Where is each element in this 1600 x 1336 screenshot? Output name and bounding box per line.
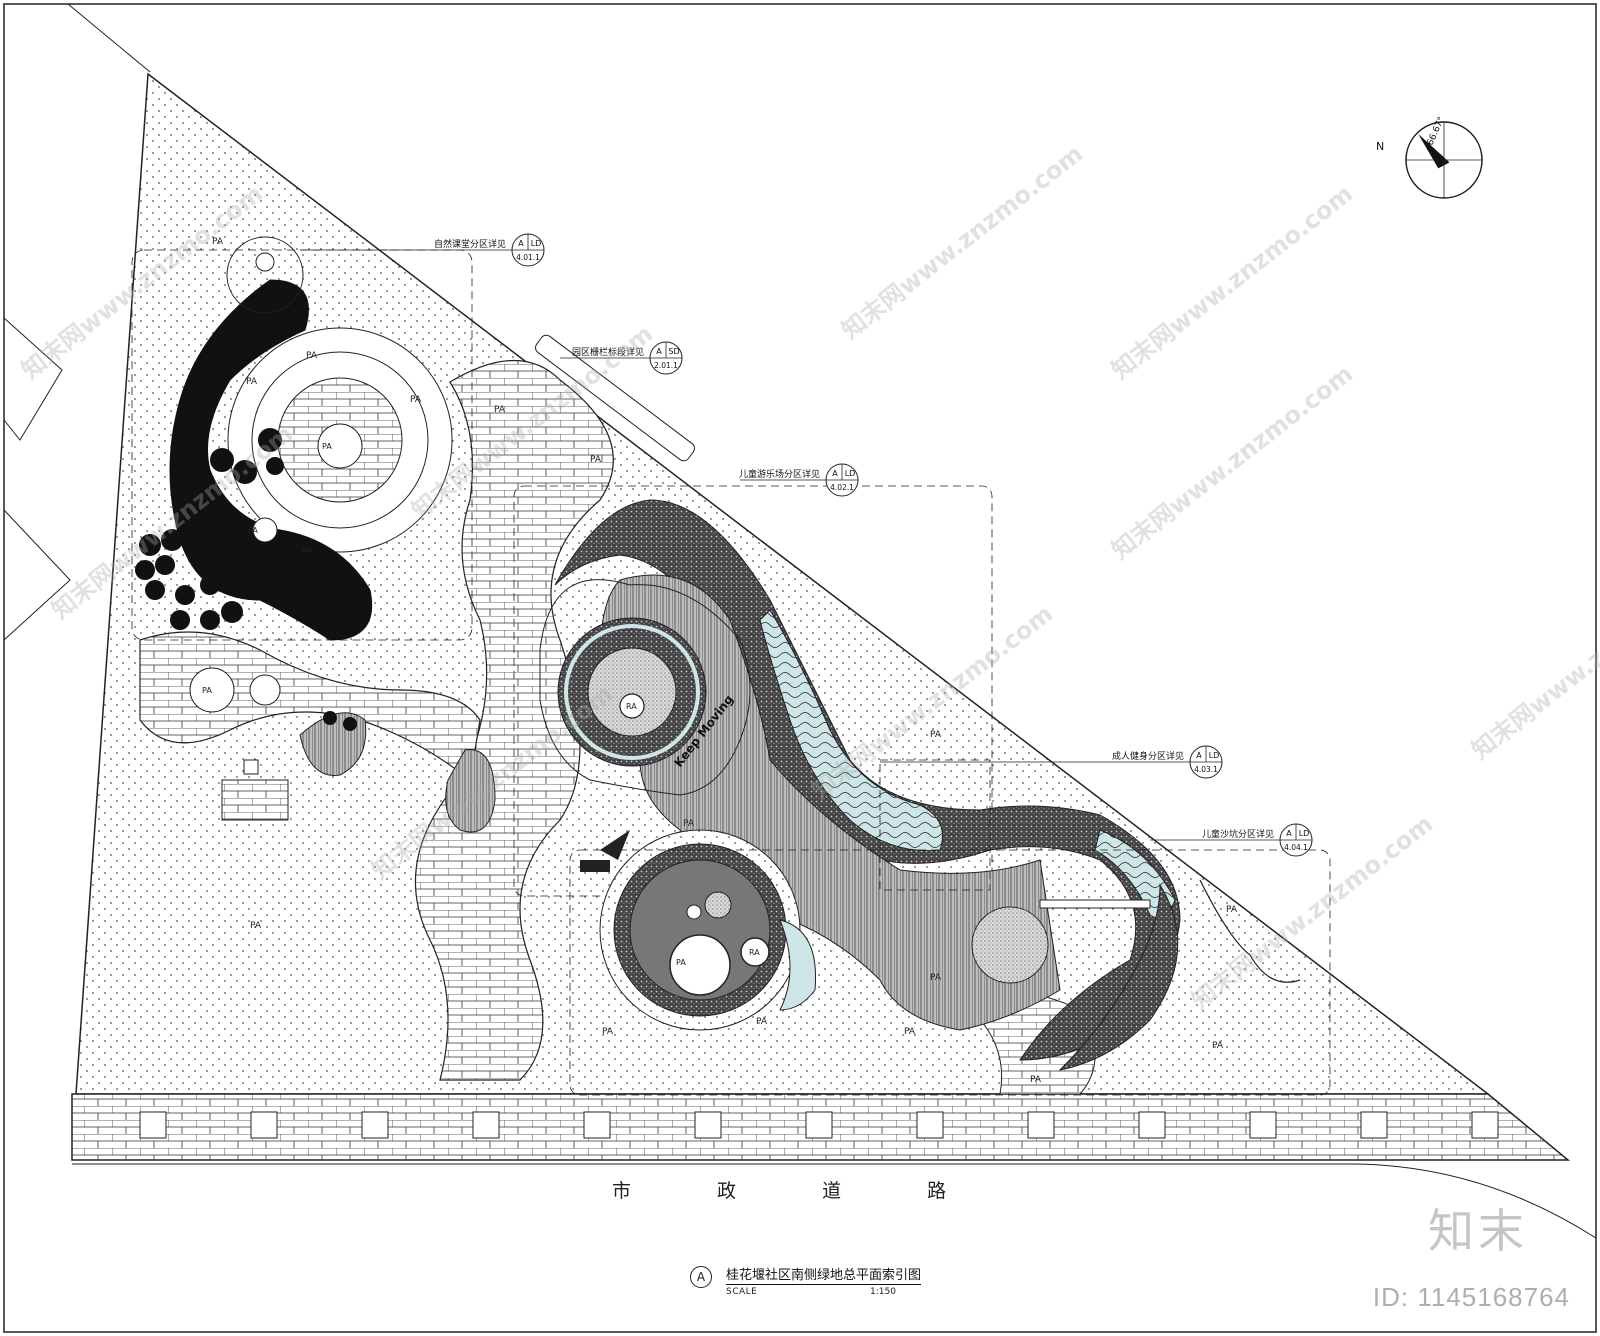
white-crescent — [539, 579, 751, 796]
watermark-text: 知末网www.znzmo.com — [836, 140, 1088, 345]
tree-pit — [1360, 1111, 1388, 1139]
stone-patch-west — [445, 749, 496, 833]
sandbox-zone-box — [569, 849, 1331, 1096]
area-tag-ra: RA — [626, 702, 637, 711]
detail-callout: 园区栅栏标段详见 A SD 2.01.1 — [572, 341, 683, 375]
watermark-text: 知末网www.znzmo.com — [1106, 180, 1358, 385]
area-tag-pa: PA — [904, 1027, 916, 1037]
area-tag-pa: PA — [494, 405, 506, 415]
north-arrow: N 66.67° — [1376, 116, 1483, 199]
tree-pit — [694, 1111, 722, 1139]
area-tag-pa: PA — [756, 1017, 768, 1027]
area-tag-pa: PA — [306, 351, 318, 361]
callout-code: LD — [1209, 751, 1220, 760]
callout-code: SD — [668, 347, 679, 356]
area-tags: PA PA PA PA PA PA PA PA PA PA PA PA PA PA PA PA PA PA PA PA… — [202, 237, 1238, 1085]
fitness-zone-box — [879, 759, 991, 891]
neighbor-boundary-line — [67, 3, 151, 73]
area-tag-pa: PA — [212, 237, 224, 247]
road-label: 市 政 道 路 — [612, 1180, 987, 1202]
callout-text: 儿童游乐场分区详见 — [739, 468, 820, 480]
drawing-title: 桂花堰社区南侧绿地总平面索引图 — [726, 1264, 922, 1285]
tree-pit — [1249, 1111, 1277, 1139]
watermark-logo: 知末 — [1428, 1204, 1528, 1258]
north-label: N — [1376, 140, 1384, 153]
street-tree-pits — [139, 1111, 1499, 1139]
detail-callout: 儿童游乐场分区详见 A LD 4.02.1 — [739, 463, 859, 497]
area-tag-pa: PA — [1030, 1075, 1042, 1085]
detail-callout: 自然课堂分区详见 A LD 4.01.1 — [434, 233, 545, 267]
area-tag-pa: PA — [246, 377, 258, 387]
area-tag-pa: PA — [930, 973, 942, 983]
brick-path-main — [414, 359, 614, 1081]
dark-planting-bed — [169, 279, 373, 641]
callout-page: 4.03.1 — [1194, 765, 1218, 774]
water-wave-strip — [759, 609, 943, 852]
area-tag-pa: PA — [683, 819, 695, 829]
fence-segment — [535, 334, 695, 462]
east-lawn-path — [1199, 879, 1301, 983]
tree-pit — [916, 1111, 944, 1139]
area-tag-pa: PA — [410, 395, 422, 405]
tree-pit — [1138, 1111, 1166, 1139]
tree-pit — [250, 1111, 278, 1139]
callout-text: 自然课堂分区详见 — [434, 238, 506, 250]
area-tag-pa: PA — [302, 547, 314, 557]
callout-code: LD — [1299, 829, 1310, 838]
callout-code: LD — [531, 239, 542, 248]
callout-page: 4.04.1 — [1284, 843, 1308, 852]
scale-ratio: 1:150 — [870, 1287, 896, 1297]
tree-pit — [583, 1111, 611, 1139]
tree-pit — [805, 1111, 833, 1139]
shrub-cluster — [135, 428, 284, 630]
road-edge — [72, 1163, 1597, 1239]
callout-leaders — [300, 249, 1280, 841]
callout-sheet: A — [1286, 829, 1292, 838]
area-tag-pa: PA — [1212, 1041, 1224, 1051]
callout-text: 儿童沙坑分区详见 — [1202, 828, 1274, 840]
area-tag-pa: PA — [250, 921, 262, 931]
area-tag-pa: PA — [1226, 905, 1238, 915]
callout-sheet: A — [1196, 751, 1202, 760]
neighbor-building-2 — [3, 508, 71, 642]
area-tag-pa: PA — [676, 958, 686, 967]
area-tag-pa: PA — [930, 730, 942, 740]
callout-sheet: A — [656, 347, 662, 356]
tree-pit — [1471, 1111, 1499, 1139]
watermark-id: ID: 1145168764 — [1372, 1282, 1570, 1312]
watermark-text: 知末网www.znzmo.com — [1106, 360, 1358, 565]
area-tag-pa: PA — [202, 686, 212, 695]
area-tag-pa: PA — [590, 455, 602, 465]
callout-page: 4.01.1 — [516, 253, 540, 262]
title-marker: A — [690, 1266, 712, 1288]
watermark-text: 知末网www.znzmo.com — [1466, 560, 1600, 765]
area-tag-pa: PA — [322, 442, 332, 451]
area-tag-pa: PA — [602, 1027, 614, 1037]
detail-callout: 成人健身分区详见 A LD 4.03.1 — [1112, 745, 1223, 779]
tree-pit — [361, 1111, 389, 1139]
callout-page: 2.01.1 — [654, 361, 678, 370]
callout-sheet: A — [518, 239, 524, 248]
tree-pit — [139, 1111, 167, 1139]
callout-page: 4.02.1 — [830, 483, 854, 492]
area-tag-pa: PA — [248, 526, 258, 535]
tree-pit — [472, 1111, 500, 1139]
area-tag-ra: RA — [749, 948, 760, 957]
nature-classroom-zone — [131, 236, 473, 821]
detail-callout: 儿童沙坑分区详见 A LD 4.04.1 — [1202, 823, 1313, 857]
lower-play-circles — [580, 829, 1179, 1071]
sheet-border — [3, 3, 1597, 1333]
callout-text: 成人健身分区详见 — [1112, 750, 1184, 762]
tree-pit — [1027, 1111, 1055, 1139]
scale-label: SCALE — [726, 1287, 758, 1297]
callout-code: LD — [845, 469, 856, 478]
callout-text: 园区栅栏标段详见 — [572, 346, 644, 358]
sandbox-dark-bed — [1058, 883, 1179, 1071]
callout-sheet: A — [832, 469, 838, 478]
neighbor-building-1 — [3, 316, 63, 441]
drawing-title-block: A 桂花堰社区南侧绿地总平面索引图 SCALE 1:150 — [690, 1262, 930, 1304]
